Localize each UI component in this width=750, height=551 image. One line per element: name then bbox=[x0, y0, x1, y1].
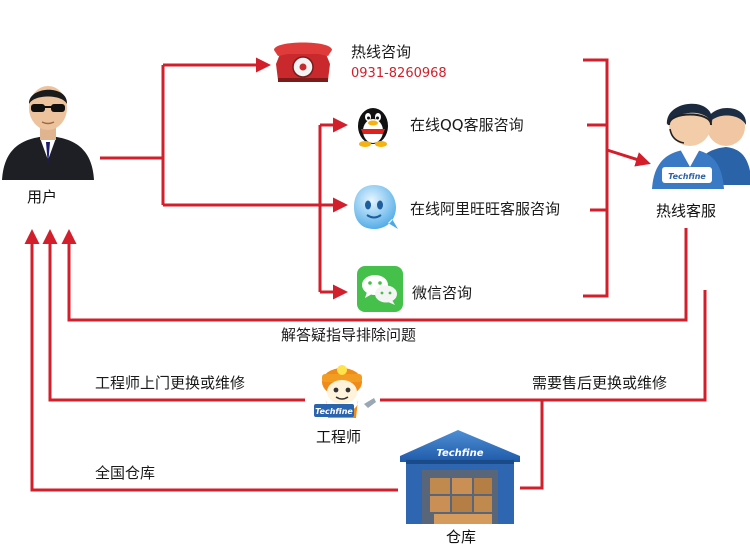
engineer-mascot-icon: Techfine bbox=[314, 365, 376, 418]
engineer-visit-line bbox=[42, 229, 305, 402]
connectors bbox=[24, 57, 707, 492]
national-warehouse-edge-label: 全国仓库 bbox=[95, 464, 156, 482]
hotline-label: 热线咨询 bbox=[351, 43, 412, 61]
engineer-visit-edge-label: 工程师上门更换或维修 bbox=[95, 374, 246, 392]
qq-consult-label[interactable]: 在线QQ客服咨询 bbox=[410, 116, 524, 134]
wechat-consult-label[interactable]: 微信咨询 bbox=[412, 284, 473, 302]
warehouse-label: 仓库 bbox=[446, 528, 477, 546]
after-sales-line bbox=[380, 290, 707, 402]
user-sunglasses-icon bbox=[2, 86, 94, 180]
after-sales-edge-label: 需要售后更换或维修 bbox=[532, 374, 668, 392]
after-sales-drop bbox=[520, 400, 544, 490]
service-label: 热线客服 bbox=[656, 202, 717, 220]
qq-penguin-icon bbox=[358, 108, 388, 147]
warehouse-line bbox=[24, 229, 398, 492]
warehouse-icon: Techfine bbox=[400, 430, 520, 524]
arrow-to-service bbox=[606, 148, 651, 167]
wechat-icon bbox=[357, 266, 403, 312]
engineer-label: 工程师 bbox=[316, 428, 362, 446]
techfine-agent-badge: Techfine bbox=[668, 172, 706, 181]
answer-loop-line bbox=[61, 228, 688, 322]
collector-bracket bbox=[583, 58, 609, 298]
aliwangwang-consult-label[interactable]: 在线阿里旺旺客服咨询 bbox=[410, 200, 561, 218]
answer-edge-label: 解答疑指导排除问题 bbox=[281, 326, 417, 344]
techfine-warehouse-badge: Techfine bbox=[436, 448, 483, 459]
user-label: 用户 bbox=[27, 188, 58, 206]
techfine-engineer-badge: Techfine bbox=[315, 407, 353, 416]
customer-service-agents-icon: Techfine bbox=[652, 103, 750, 189]
hotline-phone-number[interactable]: 0931-8260968 bbox=[351, 66, 447, 81]
red-telephone-icon bbox=[274, 42, 332, 82]
aliwangwang-icon bbox=[354, 185, 398, 229]
